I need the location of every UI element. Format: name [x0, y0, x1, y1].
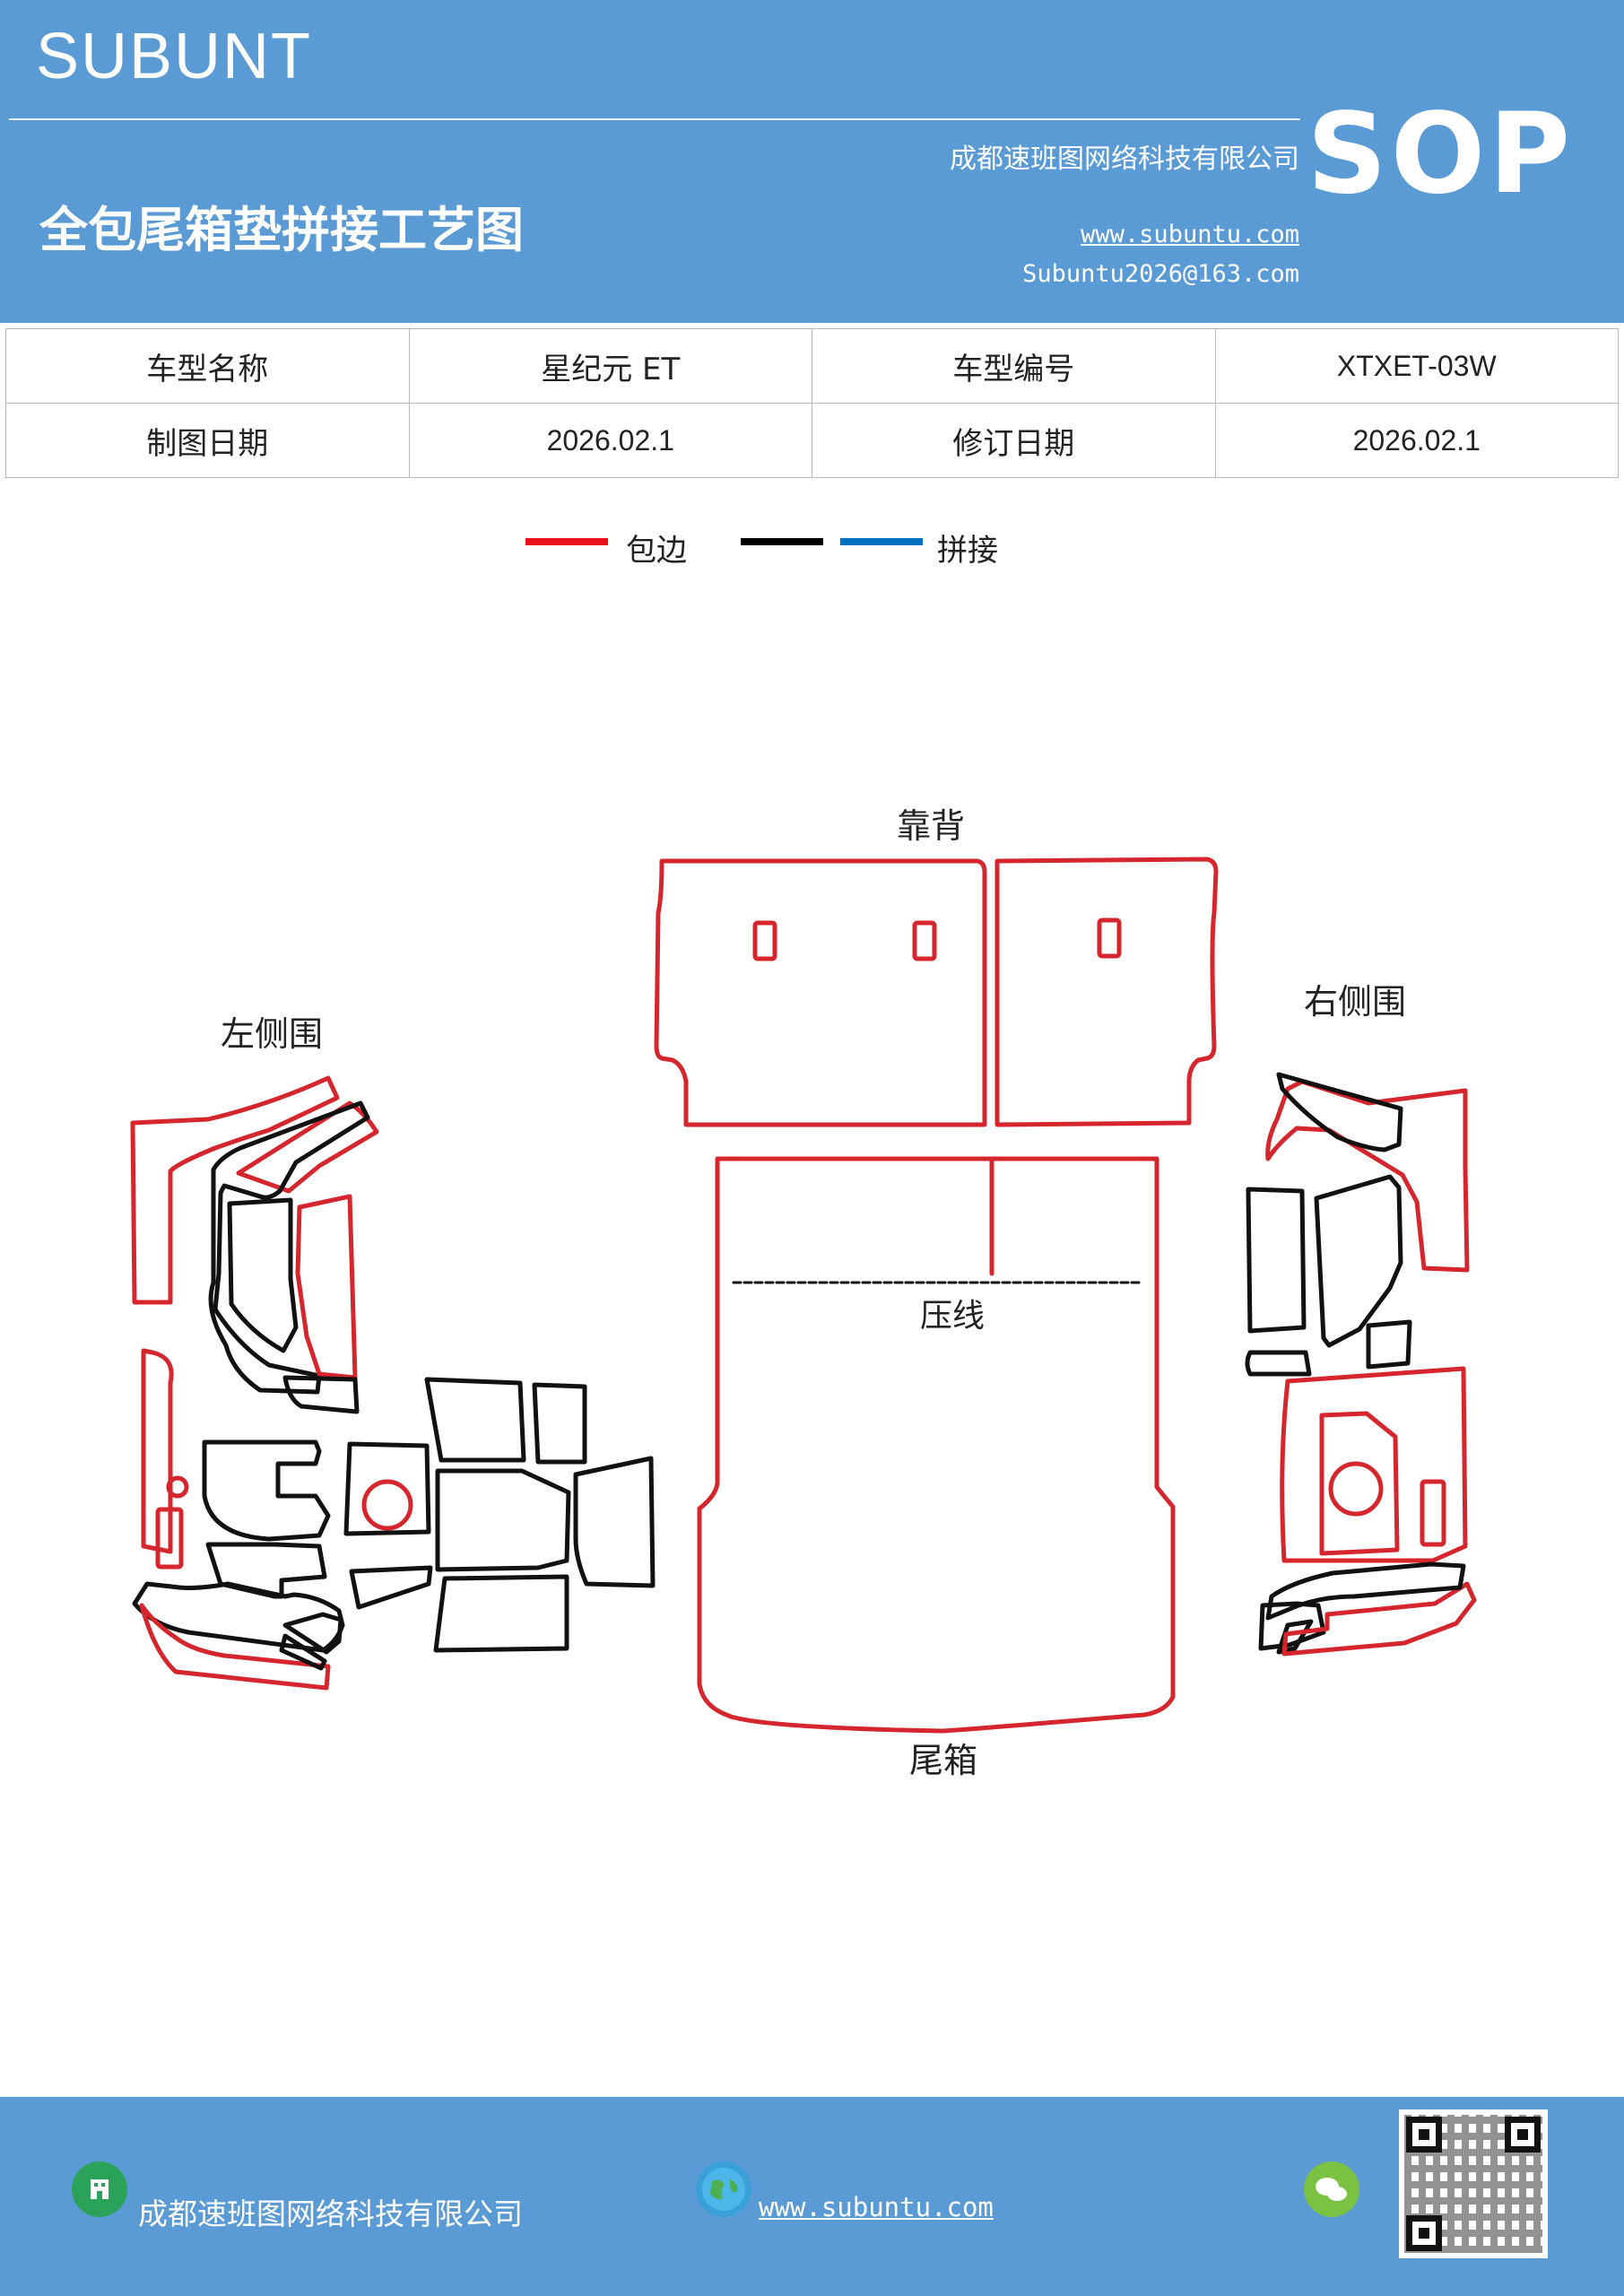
center-small-panels — [343, 1377, 656, 1653]
label-backrest: 靠背 — [897, 806, 965, 846]
legend-label-edge: 包边 — [626, 533, 687, 569]
sop-badge: SOP — [1307, 90, 1574, 219]
footer-banner: 成都速班图网络科技有限公司 www.subuntu.com — [0, 2097, 1624, 2296]
wechat-icon — [1304, 2161, 1359, 2217]
left-side-panels — [130, 1075, 379, 1691]
building-icon — [72, 2161, 127, 2217]
table-row: 制图日期 2026.02.1 修订日期 2026.02.1 — [5, 403, 1619, 478]
revise-date-value: 2026.02.1 — [1214, 403, 1619, 478]
label-trunk: 尾箱 — [909, 1741, 977, 1780]
header-banner: SUBUNT 全包尾箱垫拼接工艺图 成都速班图网络科技有限公司 www.subu… — [0, 0, 1624, 323]
document-title: 全包尾箱垫拼接工艺图 — [39, 202, 524, 258]
qr-code — [1399, 2109, 1548, 2258]
backrest-left-panel — [654, 858, 987, 1127]
revise-date-label: 修订日期 — [812, 403, 1216, 478]
draw-date-label: 制图日期 — [5, 403, 410, 478]
footer-company-name: 成都速班图网络科技有限公司 — [138, 2196, 523, 2231]
legend-swatch-seam — [840, 538, 923, 545]
vehicle-info-table: 车型名称 星纪元 ET 车型编号 XTXET-03W 制图日期 2026.02.… — [5, 328, 1619, 478]
legend-swatch-black — [741, 538, 823, 545]
label-left-side: 左侧围 — [221, 1014, 323, 1054]
header-divider — [9, 118, 1300, 120]
legend-swatch-edge — [525, 538, 608, 545]
legend-label-seam: 拼接 — [937, 533, 998, 569]
label-press-line: 压线 — [920, 1298, 985, 1335]
model-name-label: 车型名称 — [5, 328, 410, 404]
brand-logo-text: SUBUNT — [36, 21, 313, 92]
model-name-value: 星纪元 ET — [408, 328, 812, 404]
company-name: 成都速班图网络科技有限公司 — [950, 144, 1299, 175]
table-row: 车型名称 星纪元 ET 车型编号 XTXET-03W — [5, 328, 1619, 404]
draw-date-value: 2026.02.1 — [408, 403, 812, 478]
model-code-label: 车型编号 — [812, 328, 1216, 404]
footer-website-link[interactable]: www.subuntu.com — [759, 2192, 994, 2222]
trunk-mat-diagram: 靠背 左侧围 右侧围 压线 尾箱 — [130, 806, 1477, 1780]
website-link[interactable]: www.subuntu.com — [1081, 221, 1299, 248]
trunk-floor-panel — [697, 1156, 1176, 1734]
right-side-panels — [1245, 1072, 1477, 1657]
email-address: Subuntu2026@163.com — [1022, 260, 1299, 288]
globe-icon — [696, 2161, 751, 2217]
label-right-side: 右侧围 — [1304, 982, 1406, 1022]
legend: 包边 拼接 — [0, 526, 1624, 570]
backrest-right-panel — [994, 857, 1219, 1127]
model-code-value: XTXET-03W — [1214, 328, 1619, 404]
